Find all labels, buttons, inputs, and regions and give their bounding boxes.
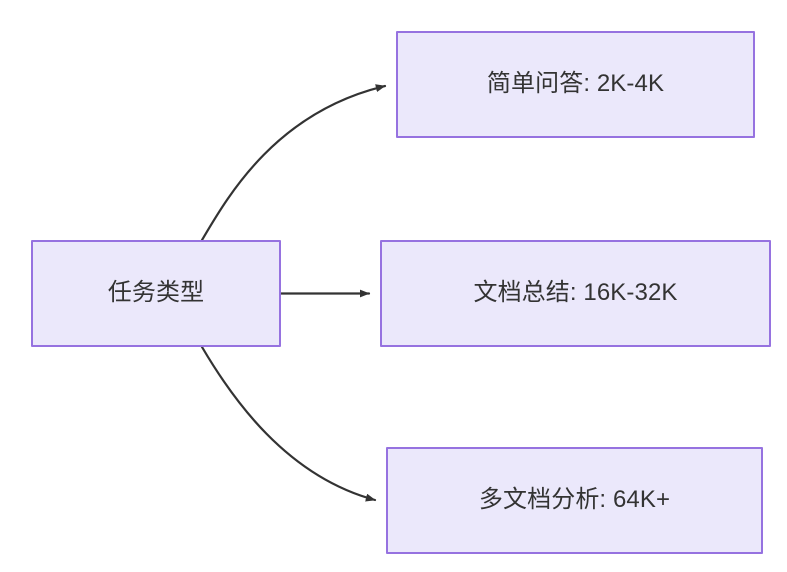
edge-to-simple-qa (200, 84, 387, 242)
node-label-multi-document-analysis: 多文档分析: 64K+ (478, 486, 671, 514)
node-task-type[interactable]: 任务类型 (31, 240, 281, 347)
node-document-summary[interactable]: 文档总结: 16K-32K (380, 240, 771, 347)
edge-to-multi-document-analysis (200, 345, 377, 502)
node-simple-qa[interactable]: 简单问答: 2K-4K (396, 31, 755, 138)
node-label-simple-qa: 简单问答: 2K-4K (486, 70, 665, 98)
node-multi-document-analysis[interactable]: 多文档分析: 64K+ (386, 447, 763, 554)
node-label-task-type: 任务类型 (107, 279, 205, 307)
node-label-document-summary: 文档总结: 16K-32K (473, 279, 678, 307)
